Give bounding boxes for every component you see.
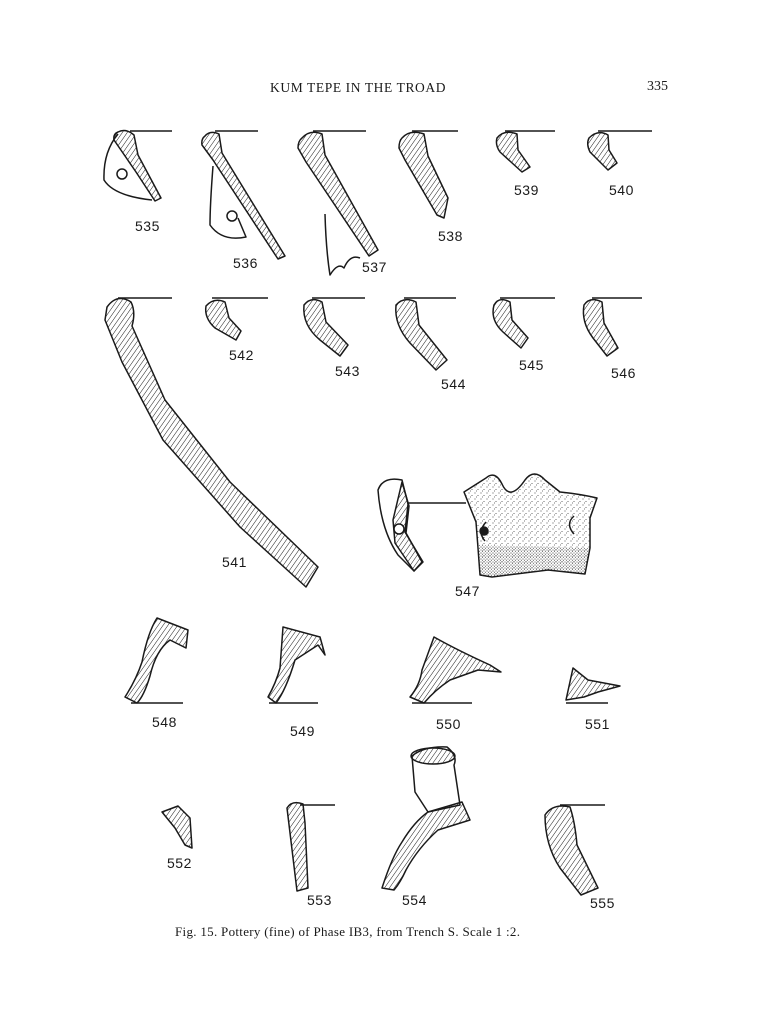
sherd-550	[409, 636, 502, 704]
sherd-535	[103, 129, 172, 202]
label-537: 537	[362, 259, 387, 275]
sherd-552	[161, 805, 193, 849]
sherd-549	[267, 626, 326, 704]
sherd-537	[297, 130, 379, 276]
sherd-548	[124, 617, 189, 704]
label-554: 554	[402, 892, 427, 908]
sherd-539	[495, 130, 555, 173]
label-547: 547	[455, 583, 480, 599]
item-labels: 535 536 537 538 539 540 541 542 543 544 …	[135, 182, 636, 911]
sherd-540	[586, 130, 652, 171]
label-549: 549	[290, 723, 315, 739]
label-551: 551	[585, 716, 610, 732]
label-538: 538	[438, 228, 463, 244]
label-545: 545	[519, 357, 544, 373]
label-535: 535	[135, 218, 160, 234]
label-541: 541	[222, 554, 247, 570]
label-536: 536	[233, 255, 258, 271]
sherd-546	[582, 297, 642, 357]
label-542: 542	[229, 347, 254, 363]
label-543: 543	[335, 363, 360, 379]
sherd-542	[204, 297, 268, 341]
label-546: 546	[611, 365, 636, 381]
sherd-553	[286, 801, 335, 892]
sherd-543	[303, 297, 365, 357]
sherd-555	[544, 804, 605, 896]
sherd-536	[201, 130, 286, 260]
label-540: 540	[609, 182, 634, 198]
label-539: 539	[514, 182, 539, 198]
label-548: 548	[152, 714, 177, 730]
sherd-551	[565, 667, 621, 704]
sherd-538	[398, 130, 458, 219]
label-555: 555	[590, 895, 615, 911]
figure-caption: Fig. 15. Pottery (fine) of Phase IB3, fr…	[175, 924, 521, 939]
sherd-541	[104, 297, 319, 588]
sherd-554	[381, 746, 471, 891]
sherd-545	[492, 297, 555, 349]
label-553: 553	[307, 892, 332, 908]
label-550: 550	[436, 716, 461, 732]
sherd-544	[395, 297, 456, 371]
label-552: 552	[167, 855, 192, 871]
page-number: 335	[647, 79, 668, 94]
running-head: KUM TEPE IN THE TROAD	[270, 80, 447, 95]
sherd-547	[377, 473, 598, 578]
label-544: 544	[441, 376, 466, 392]
